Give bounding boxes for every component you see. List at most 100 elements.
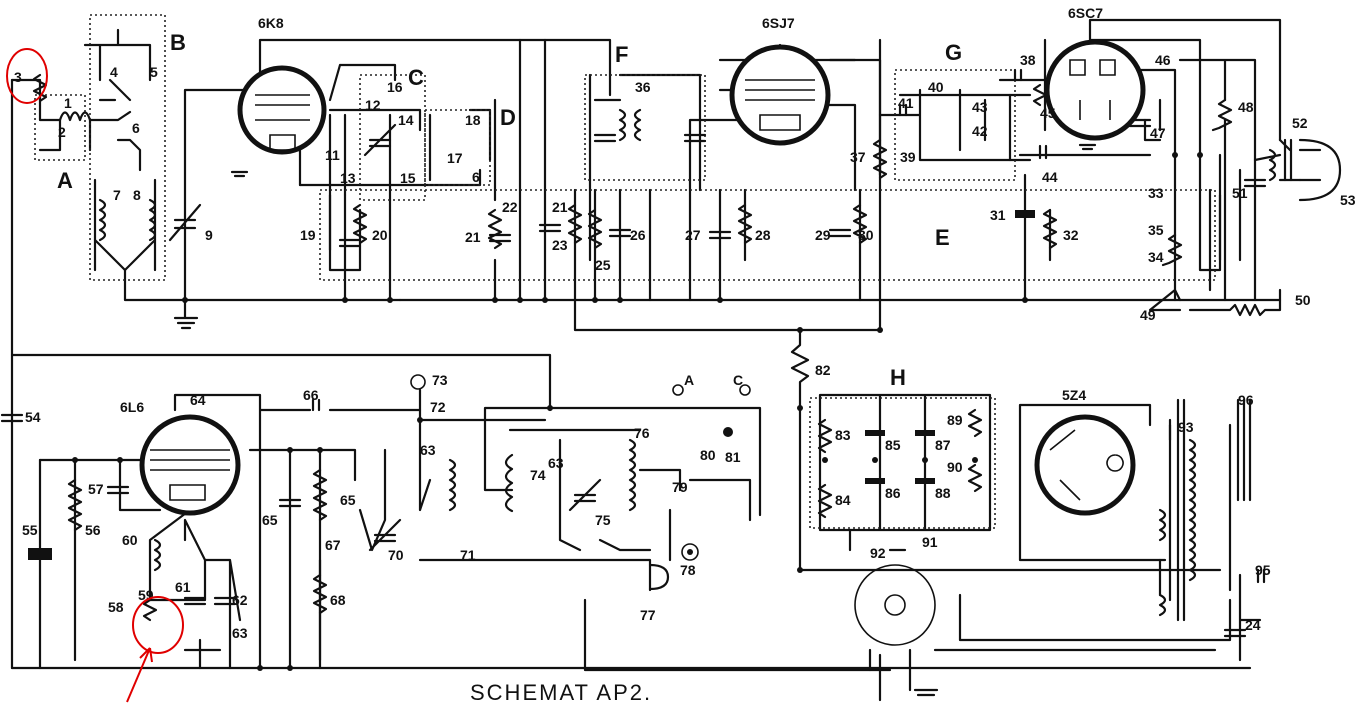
component-label: 30 bbox=[858, 227, 874, 243]
tube-6l6 bbox=[139, 414, 241, 516]
tube-labels: 6K8 6SJ7 6SC7 6L6 5Z4 bbox=[120, 5, 1103, 415]
component-label: 36 bbox=[635, 79, 651, 95]
component-label: 66 bbox=[303, 387, 319, 403]
shield-boxes bbox=[34, 14, 1216, 529]
component-label: 76 bbox=[634, 425, 650, 441]
electrolytic-cap-88 bbox=[915, 478, 935, 484]
component-label: 63 bbox=[232, 625, 248, 641]
component-label: 95 bbox=[1255, 562, 1271, 578]
component-label: 13 bbox=[340, 170, 356, 186]
terminal-78 bbox=[681, 543, 699, 561]
component-label: 58 bbox=[108, 599, 124, 615]
component-label: 17 bbox=[447, 150, 463, 166]
block-label-b: B bbox=[170, 30, 186, 55]
component-label: 37 bbox=[850, 149, 866, 165]
component-label: 71 bbox=[460, 547, 476, 563]
block-label-e: E bbox=[935, 225, 950, 250]
block-e-box bbox=[319, 189, 1216, 281]
component-label: 74 bbox=[530, 467, 546, 483]
block-label-c: C bbox=[408, 65, 424, 90]
block-label-f: F bbox=[615, 42, 628, 67]
component-label: 60 bbox=[122, 532, 138, 548]
component-label: 27 bbox=[685, 227, 701, 243]
terminal-labels: A C bbox=[684, 372, 743, 388]
component-label: 19 bbox=[300, 227, 316, 243]
component-label: 85 bbox=[885, 437, 901, 453]
component-label: 65 bbox=[262, 512, 278, 528]
block-labels: A B C D E F G H bbox=[57, 30, 962, 390]
component-label: 75 bbox=[595, 512, 611, 528]
wiring-bottom bbox=[10, 388, 1262, 702]
component-label: 92 bbox=[870, 545, 886, 561]
red-annotations bbox=[6, 48, 184, 703]
tube-label-6l6: 6L6 bbox=[120, 399, 144, 415]
electrolytic-cap-86 bbox=[865, 478, 885, 484]
component-label: 20 bbox=[372, 227, 388, 243]
component-label: 61 bbox=[175, 579, 191, 595]
block-label-a: A bbox=[57, 168, 73, 193]
component-label: 15 bbox=[400, 170, 416, 186]
block-a-box bbox=[34, 94, 86, 161]
component-label: 5 bbox=[150, 64, 158, 80]
rotary-switch-92 bbox=[854, 564, 936, 646]
components bbox=[0, 68, 1342, 638]
tube-6k8 bbox=[237, 65, 327, 155]
highlight-circle-top bbox=[6, 48, 48, 104]
component-label: 46 bbox=[1155, 52, 1171, 68]
component-label: 2 bbox=[58, 124, 66, 140]
component-label: 3 bbox=[14, 69, 22, 85]
component-label: 55 bbox=[22, 522, 38, 538]
component-label: 31 bbox=[990, 207, 1006, 223]
component-label: 26 bbox=[630, 227, 646, 243]
highlight-circle-bottom bbox=[132, 596, 184, 654]
component-label: 93 bbox=[1178, 419, 1194, 435]
electrolytic-cap-55 bbox=[28, 548, 52, 560]
component-label: 54 bbox=[25, 409, 41, 425]
component-label: 7 bbox=[113, 187, 121, 203]
electrolytic-cap-85 bbox=[865, 430, 885, 436]
component-label: 84 bbox=[835, 492, 851, 508]
component-label: 62 bbox=[232, 592, 248, 608]
block-f-box bbox=[584, 74, 706, 181]
component-label: 43 bbox=[972, 99, 988, 115]
schematic-title: SCHEMAT AP2. bbox=[470, 680, 652, 705]
ground-icon bbox=[173, 143, 1097, 697]
component-label: 72 bbox=[430, 399, 446, 415]
component-label: 86 bbox=[885, 485, 901, 501]
component-label: 77 bbox=[640, 607, 656, 623]
block-label-h: H bbox=[890, 365, 906, 390]
block-label-g: G bbox=[945, 40, 962, 65]
tube-6sj7 bbox=[729, 44, 831, 146]
block-g-box bbox=[894, 69, 1016, 181]
component-label: 35 bbox=[1148, 222, 1164, 238]
component-label: 79 bbox=[672, 479, 688, 495]
component-label: 9 bbox=[205, 227, 213, 243]
component-label: 78 bbox=[680, 562, 696, 578]
component-label: 44 bbox=[1042, 169, 1058, 185]
component-label: 56 bbox=[85, 522, 101, 538]
component-label: 50 bbox=[1295, 292, 1311, 308]
block-h-box bbox=[809, 397, 996, 529]
component-label: 52 bbox=[1292, 115, 1308, 131]
component-label: 4 bbox=[110, 64, 118, 80]
component-label: 28 bbox=[755, 227, 771, 243]
component-label: 70 bbox=[388, 547, 404, 563]
electrolytic-cap-87 bbox=[915, 430, 935, 436]
junction-dots bbox=[72, 152, 1203, 671]
component-label: 1 bbox=[64, 95, 72, 111]
component-label: 67 bbox=[325, 537, 341, 553]
terminals bbox=[410, 374, 751, 561]
component-label: 12 bbox=[365, 97, 381, 113]
terminal-c bbox=[739, 384, 751, 396]
red-arrow-icon bbox=[126, 647, 151, 703]
electrolytic-cap-31 bbox=[1015, 210, 1035, 218]
component-label: 63 bbox=[548, 455, 564, 471]
component-label: 21 bbox=[552, 199, 568, 215]
component-label: 80 bbox=[700, 447, 716, 463]
component-label: 6 bbox=[472, 169, 480, 185]
terminal-a bbox=[672, 384, 684, 396]
terminal-73 bbox=[410, 374, 426, 390]
component-label: 88 bbox=[935, 485, 951, 501]
tube-label-6sc7: 6SC7 bbox=[1068, 5, 1103, 21]
